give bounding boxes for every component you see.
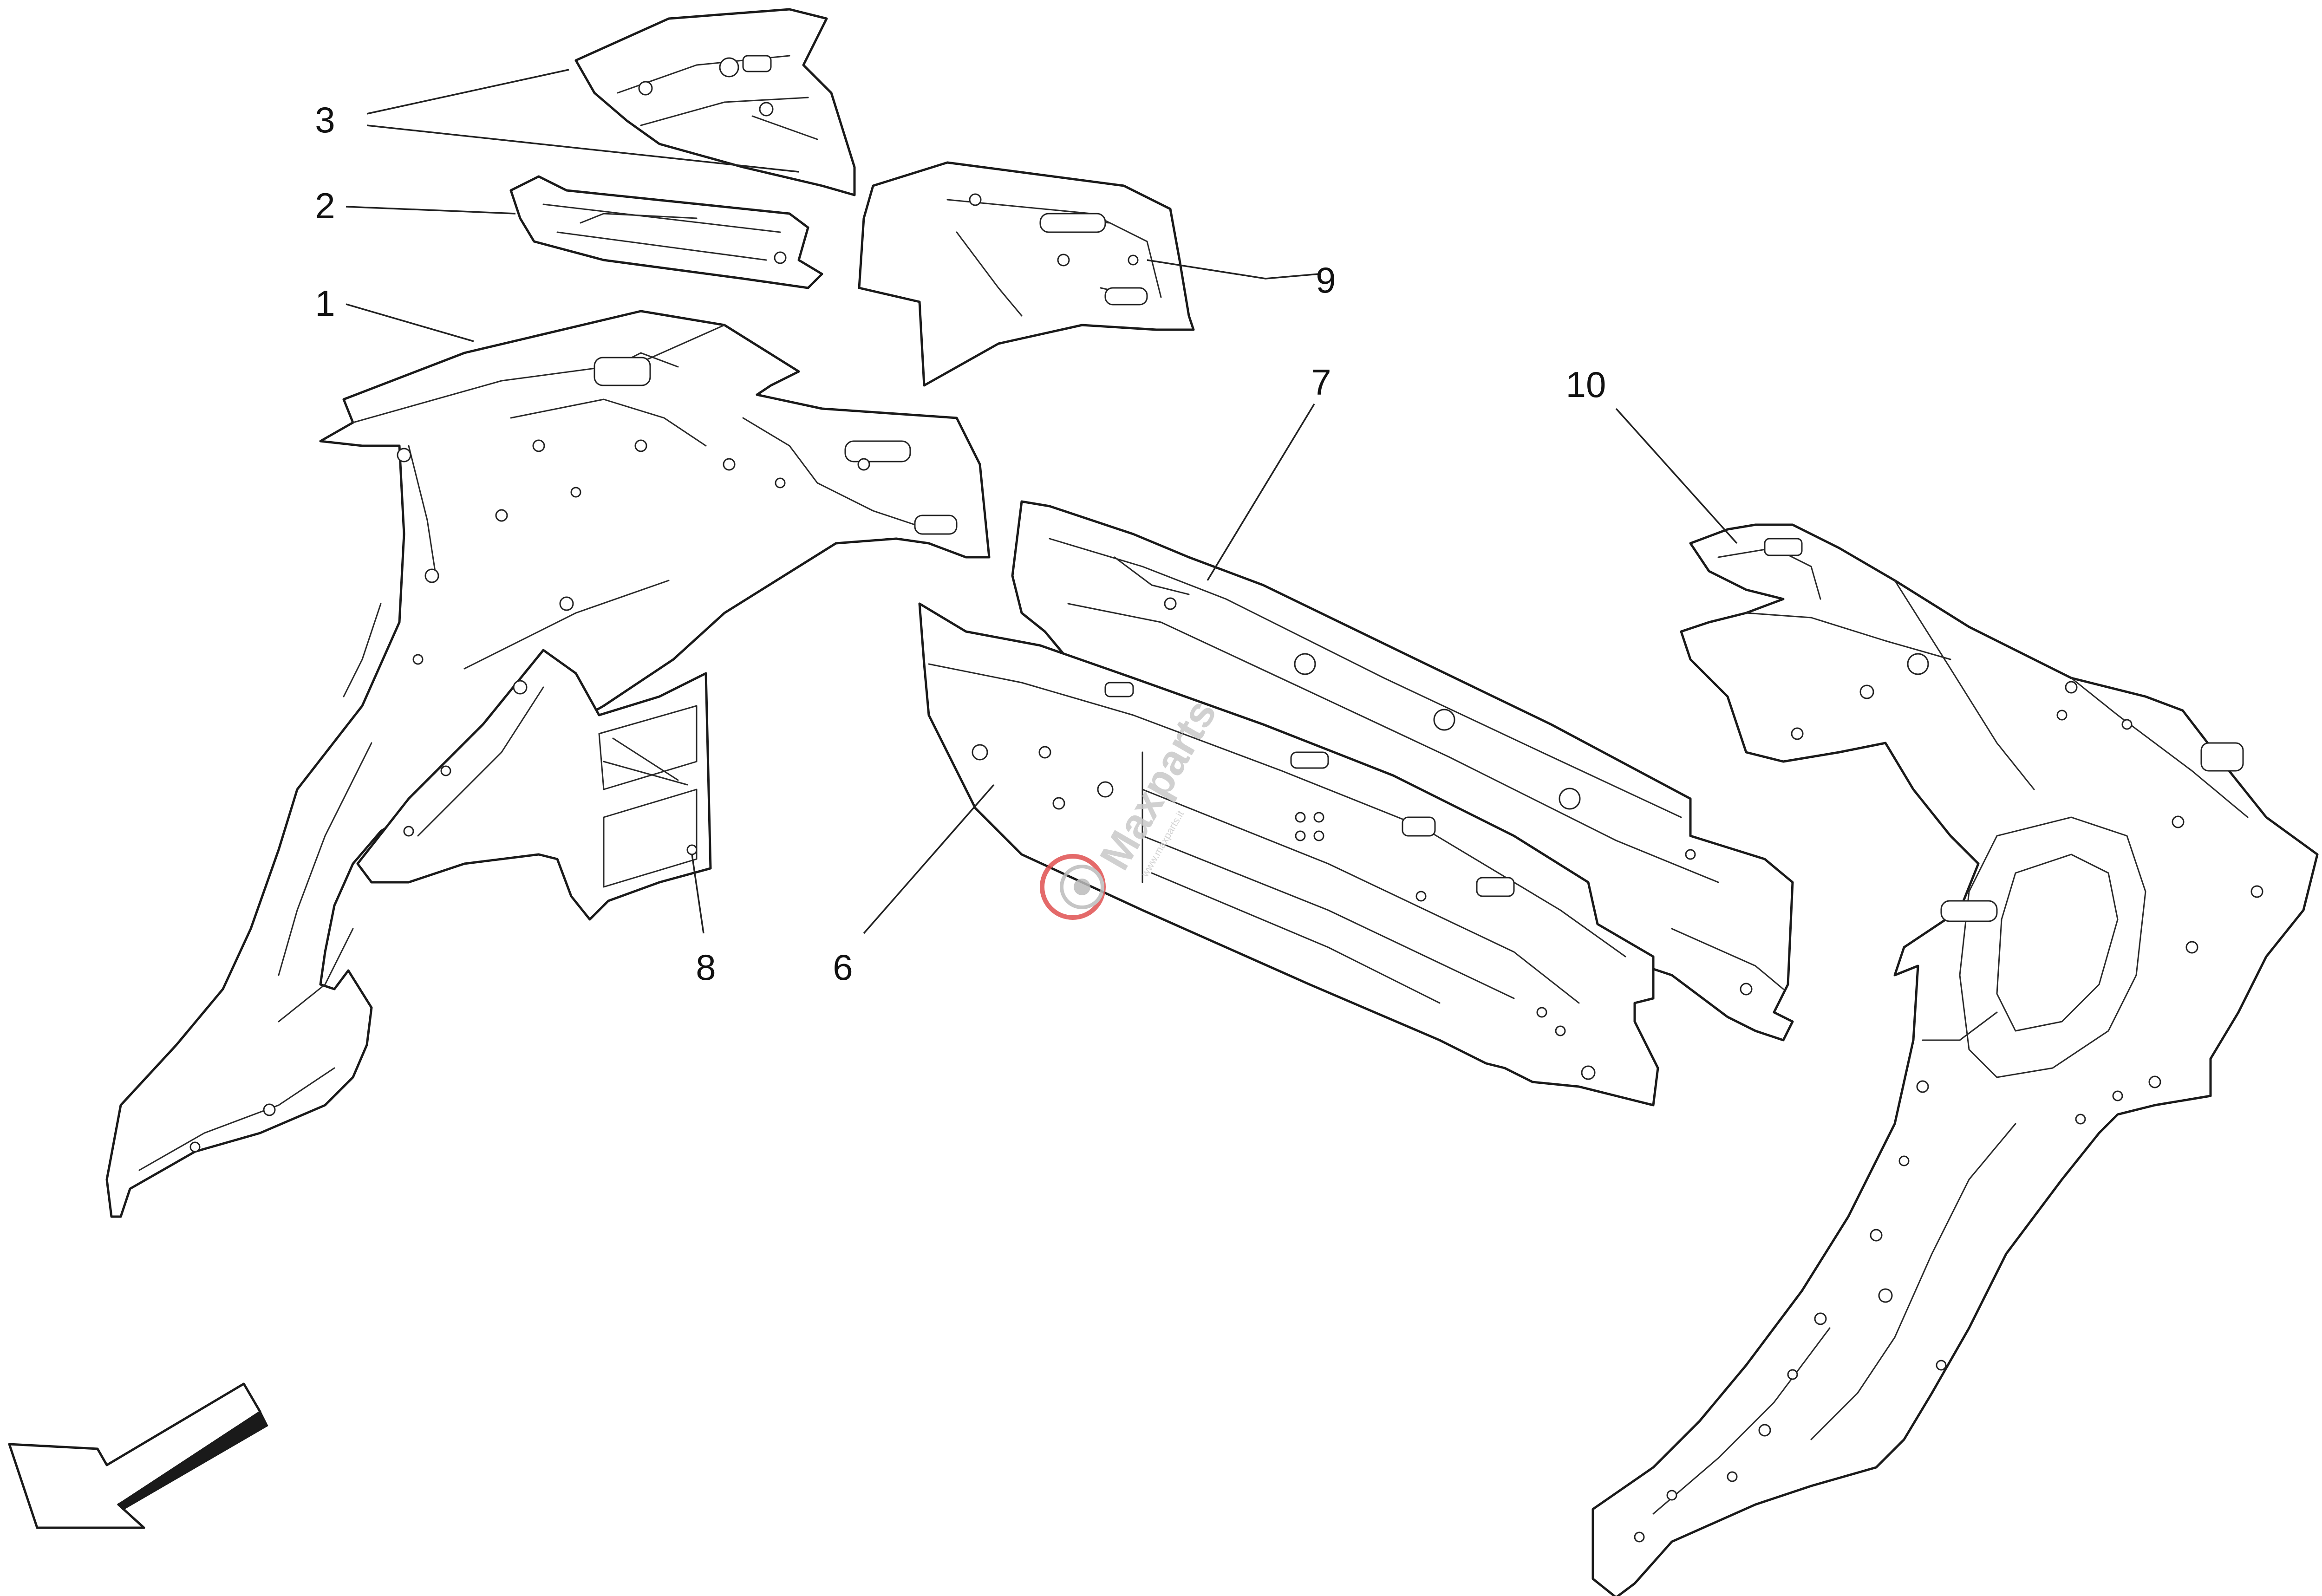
callouts: 3 2 1 9 7 10 8 6 bbox=[315, 99, 1606, 988]
part-3-upper-panel[interactable] bbox=[574, 8, 856, 196]
part-8-wheel-bracket[interactable] bbox=[356, 649, 712, 921]
gear-logo-icon bbox=[1040, 854, 1106, 920]
part-2-bracket[interactable] bbox=[509, 175, 823, 289]
callout-10: 10 bbox=[1566, 364, 1606, 405]
leader-lines bbox=[346, 69, 1738, 934]
part-1-left-frame[interactable] bbox=[105, 310, 991, 1218]
callout-7: 7 bbox=[1311, 362, 1331, 403]
part-7-upper-crossmember[interactable] bbox=[1011, 500, 1794, 1042]
part-10-right-frame[interactable] bbox=[1591, 523, 2319, 1596]
callout-8: 8 bbox=[696, 947, 716, 988]
arrow-down-left-icon bbox=[8, 1382, 268, 1529]
callout-2: 2 bbox=[315, 185, 335, 226]
callout-6: 6 bbox=[833, 947, 853, 988]
callout-9: 9 bbox=[1316, 260, 1336, 300]
callout-3: 3 bbox=[315, 99, 335, 140]
part-9-side-panel[interactable] bbox=[858, 161, 1195, 387]
callout-1: 1 bbox=[315, 283, 335, 324]
